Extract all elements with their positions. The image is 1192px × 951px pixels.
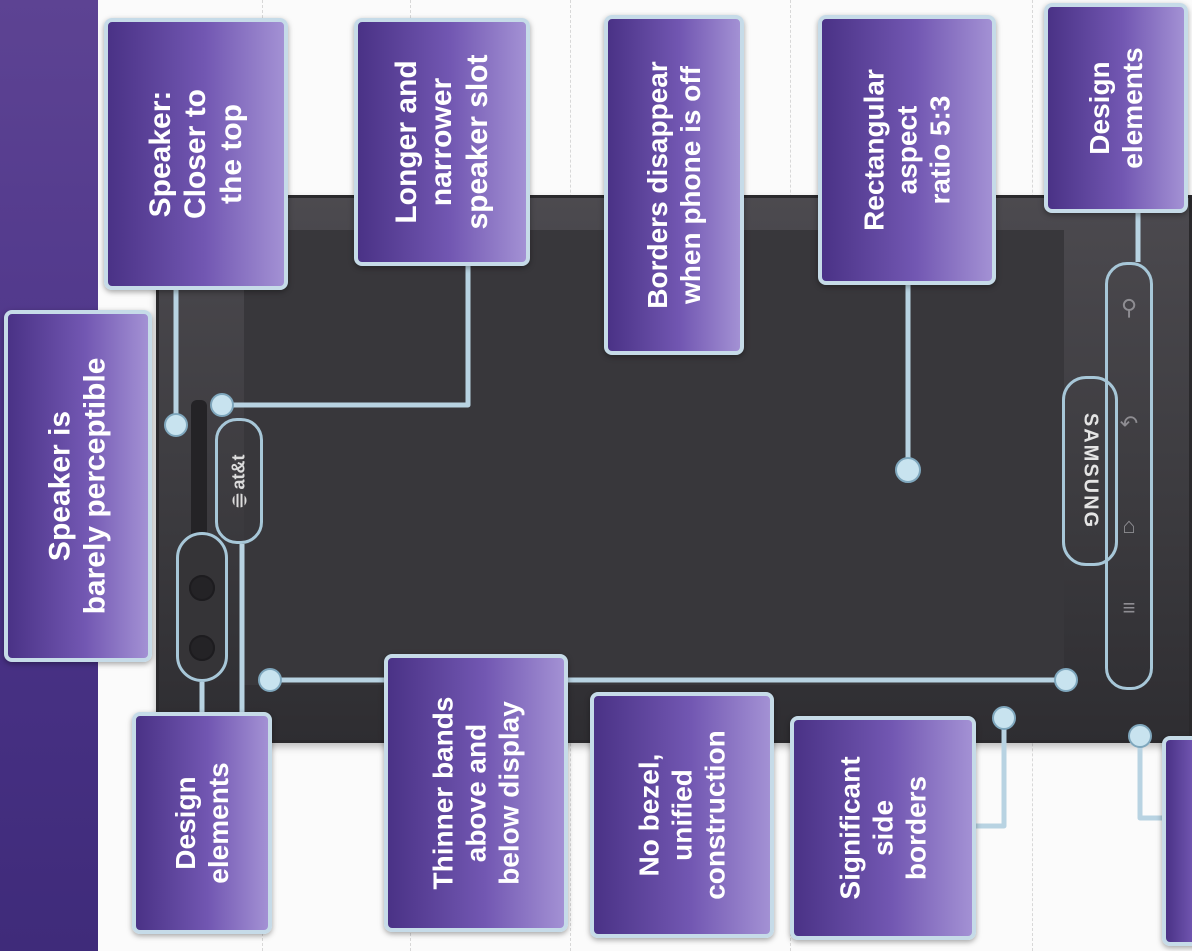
callout-thinner-bands: Thinner bands above and below display	[384, 654, 568, 932]
pointer-speaker-slot	[222, 266, 471, 408]
callout-no-bezel: No bezel, unified construction	[590, 692, 774, 938]
callout-side-borders-text: Significant side borders	[834, 756, 932, 900]
callout-no-bezel-text: No bezel, unified construction	[633, 730, 731, 900]
callout-speaker-top: Speaker: Closer to the top	[104, 18, 288, 290]
callout-thinner-bands-text: Thinner bands above and below display	[427, 696, 525, 890]
pointer-side-borders	[976, 722, 1007, 829]
pointer-dot	[258, 668, 282, 692]
back-key-icon: ↶	[1119, 411, 1139, 436]
pointer-partial	[1137, 738, 1162, 821]
callout-borders-disappear: Borders disappear when phone is off	[604, 15, 744, 355]
callout-aspect-ratio-text: Rectangular aspect ratio 5:3	[858, 69, 956, 231]
callout-speaker-slot-text: Longer and narrower speaker slot	[389, 54, 494, 230]
camera-lens-icon	[189, 575, 215, 601]
pointer-dot	[1054, 668, 1078, 692]
pointer-dot	[210, 393, 234, 417]
brand-logo: SAMSUNG	[1062, 376, 1118, 566]
callout-speaker-barely-text: Speaker is barely perceptible	[43, 357, 112, 615]
callout-borders-disappear-text: Borders disappear when phone is off	[641, 61, 706, 309]
front-camera-sensor	[176, 532, 228, 682]
callout-design-elements-right-text: Design elements	[1083, 47, 1148, 169]
callout-design-elements-right: Design elements	[1044, 3, 1188, 213]
search-key-icon: ⚲	[1120, 295, 1138, 320]
pointer-dot	[992, 706, 1016, 730]
pointer-dot	[164, 413, 188, 437]
menu-key-icon: ≡	[1122, 595, 1136, 620]
callout-speaker-barely: Speaker is barely perceptible	[4, 310, 152, 662]
callout-design-elements-left-text: Design elements	[169, 762, 234, 884]
pointer-dot	[895, 457, 921, 483]
carrier-logo: at&t	[215, 418, 263, 544]
callout-speaker-top-text: Speaker: Closer to the top	[143, 88, 248, 220]
callout-side-borders: Significant side borders	[790, 716, 976, 940]
proximity-sensor-icon	[189, 635, 215, 661]
pointer-dot	[1128, 724, 1152, 748]
callout-partial-cropped	[1162, 736, 1192, 946]
callout-aspect-ratio: Rectangular aspect ratio 5:3	[818, 15, 996, 285]
callout-speaker-slot: Longer and narrower speaker slot	[354, 18, 530, 266]
hardware-keys-bar: ≡ ⌂ ↶ ⚲	[1105, 262, 1153, 690]
home-key-icon: ⌂	[1122, 513, 1136, 538]
callout-design-elements-left: Design elements	[132, 712, 272, 934]
speaker-slot	[191, 400, 207, 550]
